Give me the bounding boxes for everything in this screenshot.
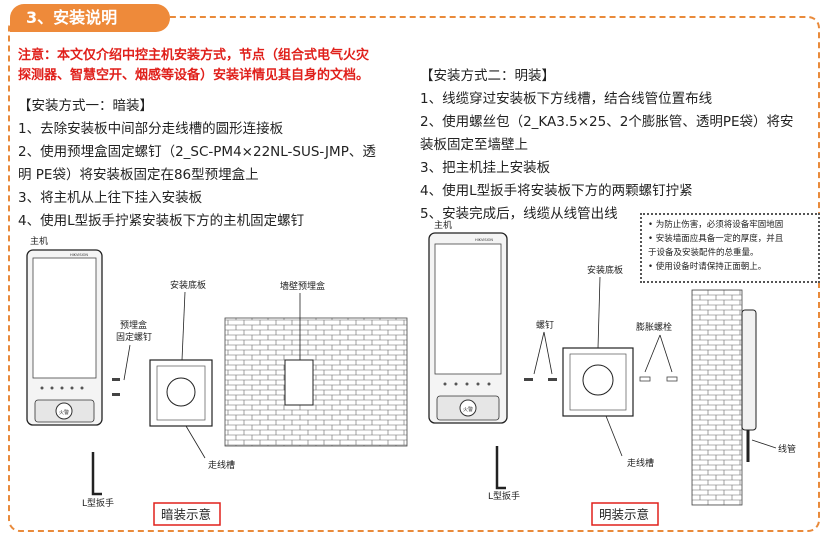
method1-step: 1、去除安装板中间部分走线槽的圆形连接板 (18, 121, 284, 137)
method1-title: 【安装方式一：暗装】 (18, 98, 153, 114)
method2-step: 4、使用L型扳手将安装板下方的两颗螺钉拧紧 (420, 183, 693, 199)
safety-tip: • 安装墙面应具备一定的厚度，并且 (648, 234, 784, 244)
method1-step: 明 PE袋）将安装板固定在86型预埋盒上 (18, 167, 259, 183)
method2-step: 2、使用螺丝包（2_KA3.5×25、2个膨胀管、透明PE袋）将安 (420, 114, 794, 130)
method2-text: 【安装方式二：明装】 1、线缆穿过安装板下方线槽，结合线管位置布线 2、使用螺丝… (420, 65, 820, 226)
method1-step: 4、使用L型扳手拧紧安装板下方的主机固定螺钉 (18, 213, 305, 229)
method2-title: 【安装方式二：明装】 (420, 68, 555, 84)
safety-tip: • 为防止伤害，必须将设备牢固地固 (648, 220, 784, 230)
warning-note: 注意：本文仅介绍中控主机安装方式，节点（组合式电气火灾 探测器、智慧空开、烟感等… (18, 46, 428, 86)
method1-step: 3、将主机从上往下挂入安装板 (18, 190, 203, 206)
safety-tip: • 使用设备时请保持正面朝上。 (648, 262, 767, 272)
warning-note-line-2: 探测器、智慧空开、烟感等设备）安装详情见其自身的文档。 (18, 68, 370, 83)
method2-step: 3、把主机挂上安装板 (420, 160, 551, 176)
method2-step: 1、线缆穿过安装板下方线槽，结合线管位置布线 (420, 91, 713, 107)
section-title: 3、安装说明 (10, 4, 170, 32)
safety-tip: 于设备及安装配件的总重量。 (648, 248, 759, 258)
warning-note-line-1: 注意：本文仅介绍中控主机安装方式，节点（组合式电气火灾 (18, 48, 370, 63)
method1-text: 【安装方式一：暗装】 1、去除安装板中间部分走线槽的圆形连接板 2、使用预埋盒固… (18, 95, 438, 233)
method2-step: 5、安装完成后，线缆从线管出线 (420, 206, 618, 222)
method1-step: 2、使用预埋盒固定螺钉（2_SC-PM4×22NL-SUS-JMP、透 (18, 144, 376, 160)
safety-tips-box: • 为防止伤害，必须将设备牢固地固 • 安装墙面应具备一定的厚度，并且 于设备及… (640, 213, 820, 283)
method2-step: 装板固定至墙壁上 (420, 137, 528, 153)
